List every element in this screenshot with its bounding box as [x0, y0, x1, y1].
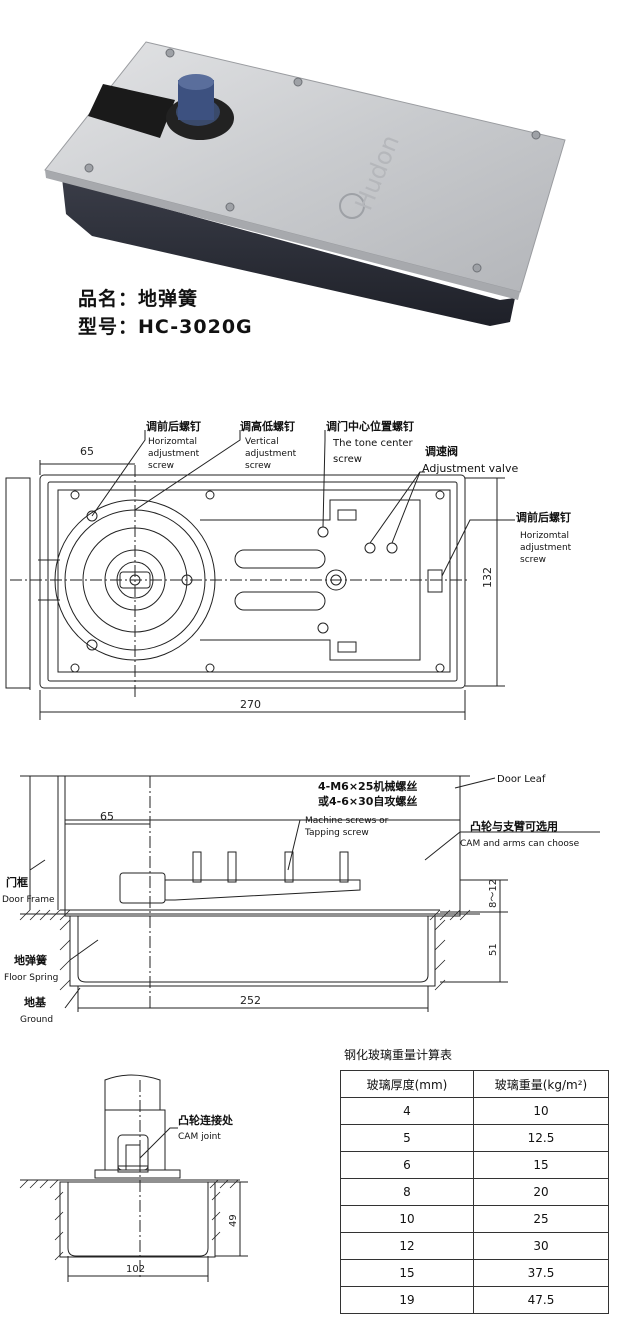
cell-weight: 15: [473, 1151, 609, 1179]
cam-arm: [119, 872, 166, 904]
callout-center-cn: 调门中心位置螺钉: [326, 419, 414, 433]
callout-rear1-en3: screw: [148, 461, 174, 471]
cam-socket: [117, 1134, 149, 1171]
cell-thickness: 10: [340, 1205, 474, 1233]
label-ground-cn: 地基: [24, 995, 47, 1009]
callout-height-cn: 调高低螺钉: [240, 419, 295, 433]
plan-dim-132: 132: [481, 567, 494, 588]
glass-table-title: 钢化玻璃重量计算表: [344, 1048, 453, 1062]
cam-joint-drawing: 49 102 凸轮连接处 CAM joint: [19, 1074, 248, 1282]
label-screws-en2: Tapping screw: [304, 828, 369, 838]
cell-thickness: 6: [340, 1151, 474, 1179]
label-spring-cn: 地弹簧: [14, 953, 47, 967]
cell-weight: 12.5: [473, 1124, 609, 1152]
cell-weight: 20: [473, 1178, 609, 1206]
spring-pit: [69, 915, 436, 987]
label-cam-en: CAM and arms can choose: [460, 839, 580, 849]
product-name: 品名：地弹簧: [78, 288, 199, 310]
plate-screw: [84, 163, 94, 173]
callout-valve-en: Adjustment valve: [422, 462, 518, 475]
cell-thickness: 19: [340, 1286, 474, 1314]
cell-thickness: 15: [340, 1259, 474, 1287]
callout-rear2-cn: 调前后螺钉: [516, 510, 571, 524]
label-frame-en: Door Frame: [2, 895, 55, 905]
valve-screw: [364, 542, 376, 554]
label-frame-cn: 门框: [6, 875, 28, 889]
spring-drum: [54, 499, 216, 661]
spring-housing: [62, 178, 515, 326]
callout-height-en1: Vertical: [245, 437, 279, 447]
plan-dim-65: 65: [80, 445, 94, 458]
cam-dim-49: 49: [228, 1214, 239, 1227]
section-dim-252: 252: [240, 994, 261, 1007]
label-screws-cn1: 4-M6×25机械螺丝: [318, 779, 417, 793]
callout-center-en1: The tone center: [332, 438, 414, 449]
cam-dim-102: 102: [126, 1264, 145, 1275]
header-thickness: 玻璃厚度(mm): [340, 1070, 474, 1098]
cell-weight: 30: [473, 1232, 609, 1260]
cell-thickness: 12: [340, 1232, 474, 1260]
plan-view-drawing: 65 270 132 调前后螺钉 Horizomtal adj: [5, 419, 572, 720]
plan-dim-270: 270: [240, 698, 261, 711]
section-dim-51: 51: [488, 943, 499, 956]
mounting-screws: [192, 851, 349, 883]
plate-mount-screws: [70, 490, 445, 673]
section-dim-8-12: 8～12: [488, 879, 499, 908]
callout-valve-cn: 调速阀: [425, 444, 458, 458]
label-screws-en1: Machine screws or: [305, 816, 389, 826]
callout-height-en3: screw: [245, 461, 271, 471]
label-cam-cn: 凸轮与支臂可选用: [470, 819, 558, 833]
plate-screw: [293, 77, 303, 87]
callout-rear2-en1: Horizomtal: [520, 531, 569, 541]
cover-plate-outline: [39, 474, 466, 689]
section-dim-65: 65: [100, 810, 114, 823]
product-photo: Hudon: [44, 41, 566, 326]
table-header-row: 玻璃厚度(mm) 玻璃重量(kg/m²): [340, 1070, 609, 1098]
brand-logo-mark: [339, 193, 365, 219]
label-ground-en: Ground: [20, 1015, 53, 1025]
product-model: 型号：HC-3020G: [78, 316, 253, 338]
callout-rear2-en3: screw: [520, 555, 546, 565]
callout-rear1-en2: adjustment: [148, 449, 200, 459]
section-view-drawing: 65 252 8～12 51 Door: [2, 774, 600, 1025]
cam-label-en: CAM joint: [178, 1132, 221, 1142]
valve-screw: [386, 542, 398, 554]
plate-screw: [472, 263, 482, 273]
header-weight: 玻璃重量(kg/m²): [473, 1070, 609, 1098]
plate-screw: [165, 48, 175, 58]
cell-thickness: 5: [340, 1124, 474, 1152]
cell-thickness: 8: [340, 1178, 474, 1206]
label-door-leaf: Door Leaf: [497, 774, 546, 785]
cell-weight: 10: [473, 1097, 609, 1125]
cam-pit: [59, 1181, 216, 1258]
cell-weight: 37.5: [473, 1259, 609, 1287]
callout-center-en2: screw: [333, 454, 362, 465]
cell-weight: 47.5: [473, 1286, 609, 1314]
black-strip: [88, 84, 175, 138]
callout-rear2-en2: adjustment: [520, 543, 572, 553]
callout-rear1-cn: 调前后螺钉: [146, 419, 201, 433]
callout-height-en2: adjustment: [245, 449, 297, 459]
cell-weight: 25: [473, 1205, 609, 1233]
plate-screw: [225, 202, 235, 212]
callout-rear1-en1: Horizomtal: [148, 437, 197, 447]
cam-label-cn: 凸轮连接处: [178, 1113, 234, 1127]
plate-screw: [531, 130, 541, 140]
label-spring-en: Floor Spring: [4, 973, 58, 983]
label-screws-cn2: 或4-6×30自攻螺丝: [318, 794, 417, 808]
cell-thickness: 4: [340, 1097, 474, 1125]
